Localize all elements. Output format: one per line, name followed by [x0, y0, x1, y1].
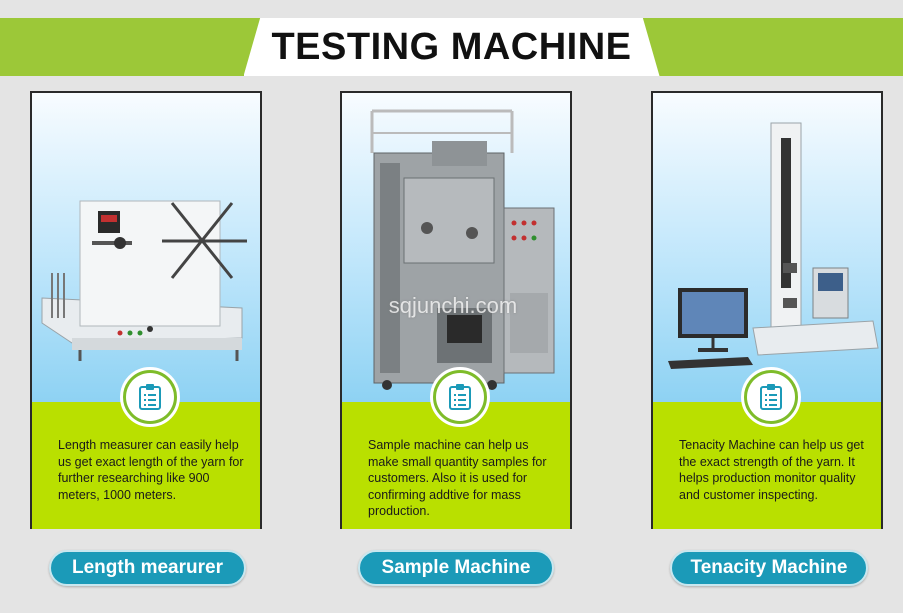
product-description-sample: Sample machine can help us make small qu…	[342, 402, 570, 529]
badge-circle	[120, 367, 180, 427]
badge-circle	[430, 367, 490, 427]
clipboard-icon	[139, 384, 161, 410]
product-card-tenacity: Tenacity Machine can help us get the exa…	[651, 91, 883, 529]
clipboard-icon	[449, 384, 471, 410]
product-photo-sample-machine	[342, 93, 570, 402]
product-card-sample: Sample machine can help us make small qu…	[340, 91, 572, 529]
page-title: TESTING MACHINE	[243, 18, 660, 76]
label-length-measurer[interactable]: Length mearurer	[49, 550, 246, 586]
clipboard-icon	[760, 384, 782, 410]
product-photo-tenacity-machine	[653, 93, 881, 402]
product-card-length: Length measurer can easily help us get e…	[30, 91, 262, 529]
label-sample-machine[interactable]: Sample Machine	[358, 550, 554, 586]
label-tenacity-machine[interactable]: Tenacity Machine	[670, 550, 868, 586]
header-banner: TESTING MACHINE	[0, 18, 903, 76]
badge-circle	[741, 367, 801, 427]
product-photo-length-measurer	[32, 93, 260, 402]
